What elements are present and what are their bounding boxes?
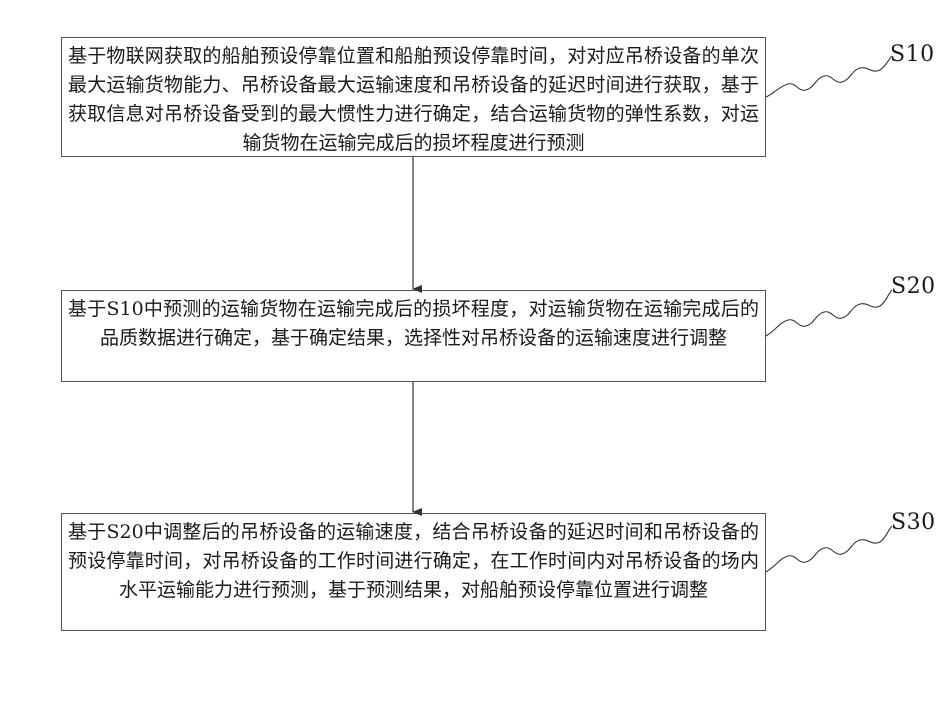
step-s10-label: S10 [890, 42, 935, 67]
step-s30-label: S30 [891, 510, 936, 535]
step-s20-text: 基于S10中预测的运输货物在运输完成后的损坏程度，对运输货物在运输完成后的品质数… [68, 298, 759, 349]
leader-s20-wavy [766, 290, 892, 336]
step-s30-box: 基于S20中调整后的吊桥设备的运输速度，结合吊桥设备的延迟时间和吊桥设备的预设停… [61, 513, 766, 631]
step-s30-text: 基于S20中调整后的吊桥设备的运输速度，结合吊桥设备的延迟时间和吊桥设备的预设停… [68, 521, 759, 601]
step-s10-text: 基于物联网获取的船舶预设停靠位置和船舶预设停靠时间，对对应吊桥设备的单次最大运输… [68, 45, 759, 154]
leader-s30-wavy [766, 526, 892, 572]
step-s10-box: 基于物联网获取的船舶预设停靠位置和船舶预设停靠时间，对对应吊桥设备的单次最大运输… [61, 37, 766, 157]
step-s20-box: 基于S10中预测的运输货物在运输完成后的损坏程度，对运输货物在运输完成后的品质数… [61, 290, 766, 382]
leader-s10-wavy [766, 56, 892, 97]
step-s20-label: S20 [891, 274, 936, 299]
